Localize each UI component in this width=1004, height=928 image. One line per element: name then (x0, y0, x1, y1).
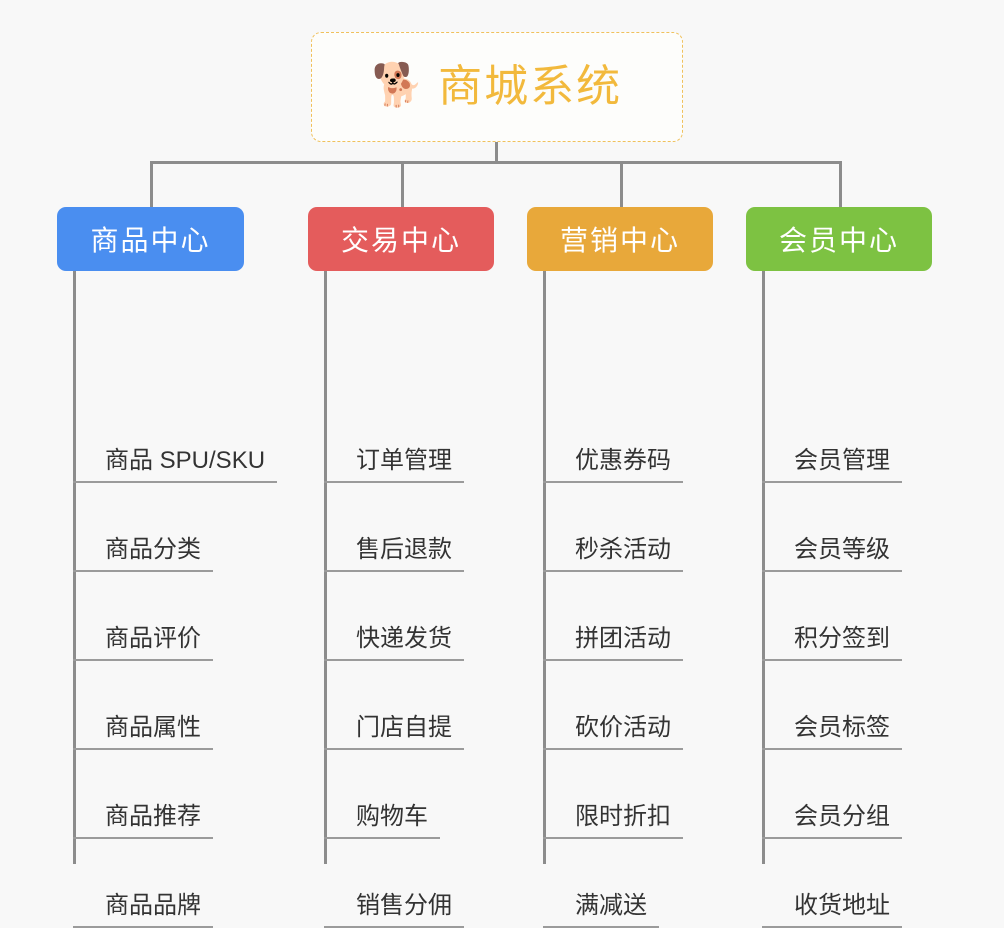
leaf-underline: 快递发货 (324, 624, 464, 661)
leaf-label: 会员分组 (794, 802, 890, 830)
connector-drop-marketing-center (620, 161, 623, 207)
branch-member-center: 会员中心会员管理会员等级积分签到会员标签会员分组收货地址 (746, 207, 932, 928)
branch-header-member-center[interactable]: 会员中心 (746, 207, 932, 271)
leaf-underline: 商品评价 (73, 624, 213, 661)
leaf-underline: 会员标签 (762, 713, 902, 750)
leaf-label: 砍价活动 (575, 713, 671, 741)
leaf-label: 商品推荐 (105, 802, 201, 830)
leaf-underline: 限时折扣 (543, 802, 683, 839)
leaf-label: 快递发货 (356, 624, 452, 652)
dog-face-icon: 🐕 (371, 61, 425, 108)
leaf-underline: 会员等级 (762, 535, 902, 572)
branch-spine-member-center (762, 271, 765, 864)
branch-header-label: 商品中心 (90, 225, 211, 256)
branch-header-label: 交易中心 (340, 225, 461, 256)
connector-drop-product-center (150, 161, 153, 207)
leaf-underline: 购物车 (324, 802, 440, 839)
leaf-label: 商品评价 (105, 624, 201, 652)
leaf-underline: 售后退款 (324, 535, 464, 572)
leaf-label: 会员管理 (794, 446, 890, 474)
leaf-label: 会员等级 (794, 535, 890, 563)
leaf-label: 限时折扣 (575, 802, 671, 830)
leaf-underline: 商品属性 (73, 713, 213, 750)
connector-root-stem (495, 142, 498, 164)
leaf-label: 收货地址 (794, 891, 890, 919)
leaf-label: 满减送 (575, 891, 647, 919)
mindmap-canvas: 🐕 商城系统 商品中心商品 SPU/SKU 商品分类商品评价商品属性商品推荐商品品… (57, 32, 932, 928)
leaf-underline: 砍价活动 (543, 713, 683, 750)
leaf-underline: 门店自提 (324, 713, 464, 750)
branch-header-product-center[interactable]: 商品中心 (57, 207, 244, 271)
branch-header-label: 会员中心 (778, 225, 899, 256)
branch-spine-marketing-center (543, 271, 546, 864)
branch-spine-product-center (73, 271, 76, 864)
leaf-underline: 积分签到 (762, 624, 902, 661)
leaf-underline: 商品分类 (73, 535, 213, 572)
leaf-label: 门店自提 (356, 713, 452, 741)
connector-drop-member-center (839, 161, 842, 207)
leaf-underline: 收货地址 (762, 891, 902, 928)
leaf-label: 销售分佣 (356, 891, 452, 919)
branch-marketing-center: 营销中心优惠券码秒杀活动拼团活动砍价活动限时折扣满减送 (527, 207, 713, 928)
branch-trade-center: 交易中心订单管理售后退款快递发货门店自提购物车销售分佣 (308, 207, 494, 928)
leaf-label: 会员标签 (794, 713, 890, 741)
leaf-label: 购物车 (356, 802, 428, 830)
branch-product-center: 商品中心商品 SPU/SKU 商品分类商品评价商品属性商品推荐商品品牌 (57, 207, 278, 928)
leaf-underline: 会员分组 (762, 802, 902, 839)
branch-header-label: 营销中心 (559, 225, 680, 256)
root-node[interactable]: 🐕 商城系统 (311, 32, 683, 142)
branch-header-marketing-center[interactable]: 营销中心 (527, 207, 713, 271)
leaf-underline: 优惠券码 (543, 446, 683, 483)
leaf-underline: 拼团活动 (543, 624, 683, 661)
connector-horizontal-bus (150, 161, 840, 164)
leaf-label: 商品属性 (105, 713, 201, 741)
leaf-label: 商品 SPU/SKU (105, 446, 266, 474)
leaf-label: 订单管理 (356, 446, 452, 474)
leaf-underline: 会员管理 (762, 446, 902, 483)
leaf-underline: 秒杀活动 (543, 535, 683, 572)
leaf-underline: 商品品牌 (73, 891, 213, 928)
leaf-underline: 商品推荐 (73, 802, 213, 839)
leaf-underline: 满减送 (543, 891, 659, 928)
branch-header-trade-center[interactable]: 交易中心 (308, 207, 494, 271)
leaf-label: 秒杀活动 (575, 535, 671, 563)
leaf-label: 优惠券码 (575, 446, 671, 474)
leaf-label: 售后退款 (356, 535, 452, 563)
leaf-underline: 销售分佣 (324, 891, 464, 928)
connector-drop-trade-center (401, 161, 404, 207)
branch-spine-trade-center (324, 271, 327, 864)
leaf-underline: 商品 SPU/SKU (73, 446, 278, 483)
leaf-label: 积分签到 (794, 624, 890, 652)
root-title: 商城系统 (438, 62, 623, 111)
leaf-label: 拼团活动 (575, 624, 671, 652)
leaf-label: 商品分类 (105, 535, 201, 563)
leaf-label: 商品品牌 (105, 891, 201, 919)
leaf-underline: 订单管理 (324, 446, 464, 483)
